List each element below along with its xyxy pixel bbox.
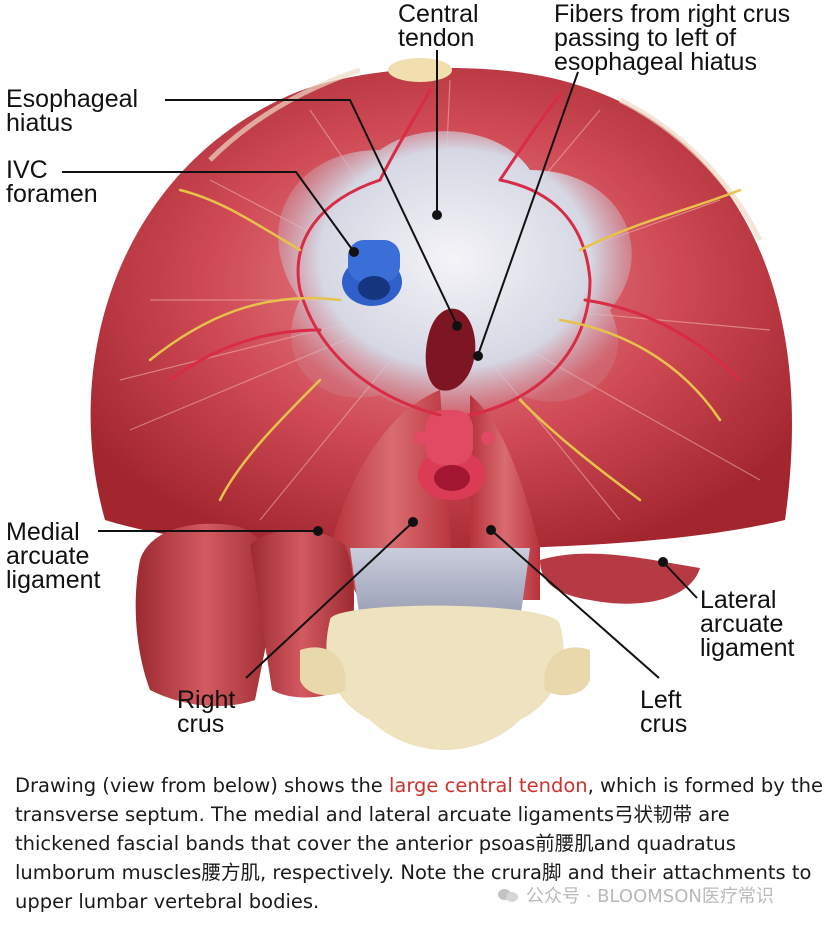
label-line: tendon [398, 24, 475, 52]
caption-highlight: large central tendon [389, 774, 588, 797]
aorta [413, 410, 495, 500]
leader-ivc-foramen [62, 171, 355, 253]
label-line: arcuate [6, 542, 90, 570]
diaphragm-illustration: Central tendon Fibers from right crus pa… [6, 0, 795, 750]
label-line: Esophageal [6, 85, 139, 113]
label-line: esophageal hiatus [554, 48, 757, 76]
leader-right-crus [245, 521, 414, 679]
label-line: foramen [6, 180, 98, 208]
label-fibers-right-crus: Fibers from right crus passing to left o… [554, 0, 791, 76]
label-central-tendon: Central tendon [398, 0, 479, 52]
leader-dots [313, 210, 668, 567]
label-line: Central [398, 0, 479, 28]
caption-text-2: , which is formed by the transverse sept… [15, 774, 823, 913]
figure-caption: Drawing (view from below) shows the larg… [15, 771, 825, 916]
label-line: passing to left of [554, 24, 737, 52]
label-line: Lateral [700, 586, 777, 614]
label-line: IVC [6, 156, 48, 184]
ivc [342, 240, 402, 306]
label-line: crus [640, 710, 688, 738]
label-left-crus: Left crus [640, 686, 688, 738]
label-line: Medial [6, 518, 80, 546]
central-tendon [278, 131, 632, 414]
label-medial-arcuate: Medial arcuate ligament [6, 518, 101, 594]
phrenic-nerves [148, 188, 742, 502]
label-line: ligament [6, 566, 101, 594]
vertebral-body [326, 605, 564, 750]
label-line: arcuate [700, 610, 784, 638]
label-ivc-foramen: IVC foramen [6, 156, 98, 208]
label-line: ligament [700, 634, 795, 662]
quadratus-right-side [540, 553, 700, 604]
leader-lines [62, 50, 698, 679]
diaphragm-drawing [62, 50, 792, 750]
leader-left-crus [490, 529, 660, 679]
label-line: Left [640, 686, 682, 714]
psoas-left [135, 523, 276, 707]
xiphoid [388, 58, 452, 82]
leader-lateral-arcuate [662, 561, 698, 599]
watermark-text: 公众号 · BLOOMSON医疗常识 [526, 886, 774, 907]
label-line: Fibers from right crus [554, 0, 791, 28]
leader-esophageal-hiatus [165, 99, 458, 326]
label-right-crus: Right crus [177, 686, 236, 738]
esophageal-hiatus [425, 308, 476, 391]
watermark: 公众号 · BLOOMSON医疗常识 [498, 882, 774, 908]
caption-text-1: Drawing (view from below) shows the [15, 774, 390, 797]
leader-fibers-right-crus [477, 71, 579, 356]
wechat-icon [498, 887, 520, 903]
label-line: hiatus [6, 109, 73, 137]
label-esophageal-hiatus: Esophageal hiatus [6, 85, 139, 137]
label-line: Right [177, 686, 236, 714]
label-lateral-arcuate: Lateral arcuate ligament [700, 586, 795, 662]
phrenic-arteries [168, 88, 742, 417]
label-line: crus [177, 710, 225, 738]
